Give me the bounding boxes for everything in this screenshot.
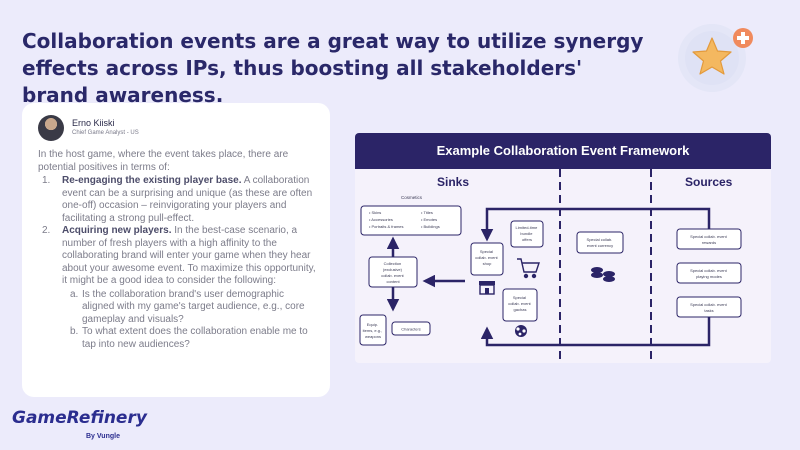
sub-list-item: a.Is the collaboration brand's user demo… [62,289,316,327]
svg-text:Special collab. event: Special collab. event currency [587,237,614,248]
quote-body: In the host game, where the event takes … [38,149,316,351]
collection-box: Collection (exclusive) collab. event con… [368,256,418,288]
shop-box: Special collab. event shop [470,242,504,276]
star-badge-icon [678,24,753,92]
list-item-body: A collaboration event can be a surprisin… [62,175,313,224]
gacha-icon [515,325,527,337]
expert-quote-card: Erno Kiiski Chief Game Analyst - US In t… [22,103,330,397]
currency-box: Special collab. event currency [576,231,624,254]
svg-text:Special collab. event: Special collab. event playing modes [690,268,728,279]
top-flow-arrow [480,207,711,242]
list-number: 2. [42,225,51,236]
svg-text:Special collab. event: Special collab. event rewards [690,234,728,245]
list-item: 2. Acquiring new players. In the best-ca… [38,225,316,351]
sinks-label: Sinks [437,175,469,189]
author-block: Erno Kiiski Chief Game Analyst - US [38,115,316,141]
framework-title: Example Collaboration Event Framework [355,133,771,169]
list-number: 1. [42,175,51,186]
main-list: 1. Re-engaging the existing player base.… [38,175,316,351]
sub-list-letter: a. [70,288,79,300]
equip-box: Equip. items, e.g., weapons [359,314,387,346]
intro-text: In the host game, where the event takes … [38,149,289,173]
bundles-box: Limited-time bundle offers [510,220,544,248]
sub-list: a.Is the collaboration brand's user demo… [62,289,316,352]
author-name: Erno Kiiski [72,118,115,128]
gachas-box: Special collab. event gachas [502,288,538,322]
cosmetics-col2: • Titles • Emotes • Buildings [421,210,440,229]
list-item-text: Re-engaging the existing player base. A … [62,175,316,225]
characters-box: Characters [391,321,431,336]
sources-label: Sources [685,175,733,189]
svg-text:Equip. items, e.g.,: Equip. items, e.g., weapons [363,322,384,339]
tasks-box: Special collab. event tasks [676,296,742,318]
sub-list-text: Is the collaboration brand's user demogr… [82,288,305,325]
rewards-box: Special collab. event rewards [676,228,742,250]
flow-arrows [386,207,711,347]
svg-text:Special collab. event: Special collab. event shop [475,249,499,266]
cosmetics-col1: • Skins • Accessories • Portraits & fram… [369,210,404,229]
list-item-text: Acquiring new players. In the best-case … [62,225,316,351]
storefront-icon [479,281,495,295]
modes-box: Special collab. event playing modes [676,262,742,284]
svg-text:Collection (exclusive): Collection (exclusive) collab. event con… [381,261,405,284]
list-item-lead: Re-engaging the existing player base. [62,175,242,186]
list-item-lead: Acquiring new players. [62,225,172,236]
avatar [38,115,64,141]
cosmetics-box: Cosmetics • Skins • Accessories • Portra… [360,195,462,236]
sub-list-item: b.To what extent does the collaboration … [62,326,316,351]
framework-flow: Sinks Sources Cosmetics • Skins • Access… [359,169,742,363]
framework-diagram: Example Collaboration Event Framework Si… [355,133,771,363]
bottom-flow-arrow [480,317,711,347]
logo-byline: By Vungle [86,433,120,440]
gamerefinery-logo: GameRefinery [12,408,147,428]
svg-text:Special collab. event: Special collab. event tasks [690,302,728,313]
shopping-cart-icon [517,258,540,279]
page-headline: Collaboration events are a great way to … [22,29,644,107]
sub-list-text: To what extent does the collaboration en… [82,326,308,350]
coins-icon [591,267,615,282]
list-item: 1. Re-engaging the existing player base.… [38,175,316,225]
svg-text:Special collab. event: Special collab. event gachas [508,295,532,312]
svg-text:Limited-time bundle: Limited-time bundle offers [516,225,539,242]
cosmetics-title: Cosmetics [401,195,423,200]
svg-text:Characters: Characters [401,327,421,332]
author-role: Chief Game Analyst - US [72,130,139,136]
list-item-body: In the best-case scenario, a number of f… [62,225,316,286]
sub-list-letter: b. [70,326,79,337]
